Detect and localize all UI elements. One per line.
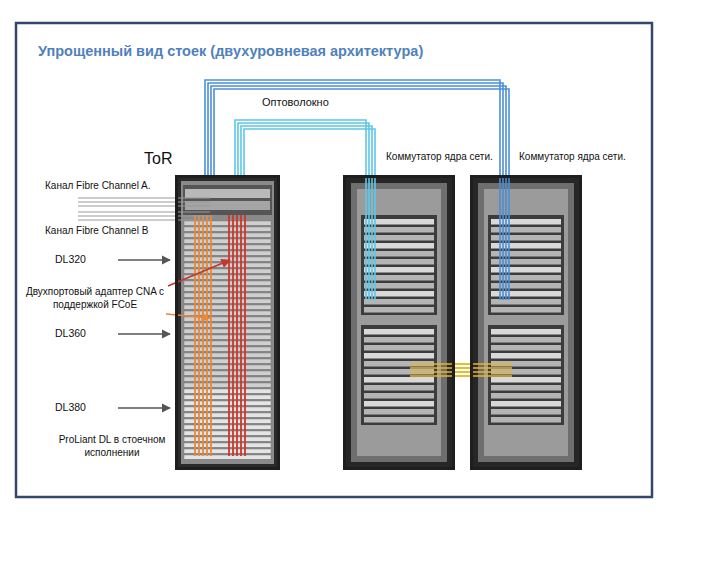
switch-heading: Коммутатор ядра сети. [385, 151, 494, 163]
fibre-strand [455, 371, 470, 373]
fibre-strand [455, 367, 470, 369]
fc-cables [78, 198, 210, 220]
part-label: DL360 [55, 327, 86, 340]
core-switch-rack: Коммутатор ядра сети. [343, 175, 455, 470]
part-label: Канал Fibre Channel B [45, 225, 148, 238]
fibre-strand [244, 129, 375, 175]
fibre-strand [214, 89, 509, 175]
part-label: DL380 [55, 401, 86, 414]
part-label: DL320 [55, 253, 86, 266]
leader-arrows [118, 260, 230, 408]
part-label: Канал Fibre Channel A. [45, 180, 151, 193]
switch-heading: Коммутатор ядра сети. [518, 151, 627, 163]
fibre-strand [208, 83, 503, 175]
leader-arrow [166, 314, 210, 318]
fibre-strand [238, 123, 369, 175]
fibre-strand [455, 375, 470, 377]
part-label: ProLiant DL в стоечном исполнении [50, 434, 174, 459]
leader-arrow [118, 407, 170, 408]
cable-label: Оптоволокно [262, 96, 329, 110]
part-label: Двухпортовый адаптер CNA с поддержкой FC… [22, 286, 168, 311]
fibre-strand [241, 126, 372, 175]
fibre-connector [205, 80, 500, 175]
leader-arrow [118, 333, 170, 334]
rack-heading: ToR [143, 150, 173, 168]
rack-illustrations [175, 175, 582, 470]
fibre-connector [235, 120, 366, 175]
tor-rack: ToR [175, 175, 280, 470]
outer-frame [16, 23, 652, 497]
diagram-title: Упрощенный вид стоек (двухуровневая архи… [38, 43, 423, 59]
fibre-connector [455, 363, 470, 365]
core-switch-rack: Коммутатор ядра сети. [470, 175, 582, 470]
leader-arrow [118, 259, 170, 260]
fibre-strand [211, 86, 506, 175]
